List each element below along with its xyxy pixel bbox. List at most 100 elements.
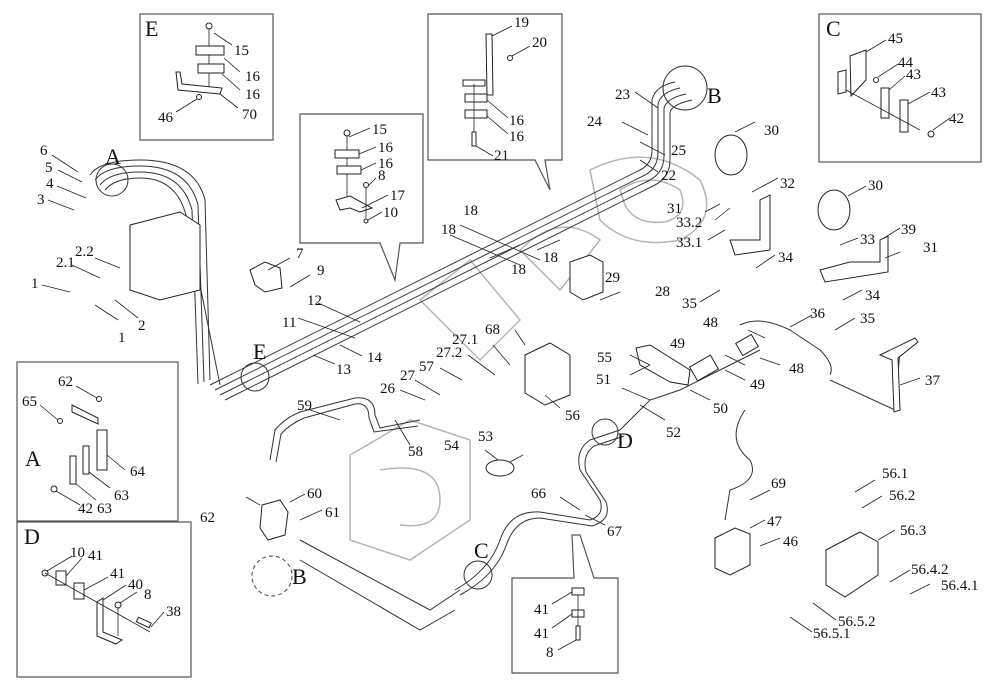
manifold-block [825, 531, 879, 598]
bracket [635, 344, 691, 386]
label-56-2: 56.2 [889, 488, 915, 504]
label-39: 39 [901, 222, 916, 238]
detail-view-clamp-top: 19 20 16 16 21 [427, 13, 563, 191]
label-19: 19 [514, 15, 529, 31]
label-58: 58 [408, 444, 423, 460]
label-56-4-2: 56.4.2 [911, 562, 949, 578]
label-42: 42 [949, 111, 964, 127]
steering-valve [259, 499, 289, 541]
label-34: 34 [778, 250, 794, 266]
label-41: 41 [88, 548, 103, 564]
label-28: 28 [655, 284, 670, 300]
label-16: 16 [245, 87, 261, 103]
label-4: 4 [46, 176, 54, 192]
label-70: 70 [242, 107, 257, 123]
label-2-1: 2.1 [56, 255, 75, 271]
label-21: 21 [494, 148, 509, 164]
label-51: 51 [596, 372, 611, 388]
components [129, 134, 919, 598]
reservoir [714, 527, 751, 576]
hydraulic-lines [89, 81, 916, 631]
label-45: 45 [888, 31, 903, 47]
label-8: 8 [378, 168, 386, 184]
label-29: 29 [605, 270, 620, 286]
detail-view-clamp-bottom: 41 41 8 [511, 534, 619, 674]
detail-view-a: A 62 65 64 63 63 42 [16, 361, 179, 522]
label-59: 59 [297, 398, 312, 414]
accumulator [714, 134, 748, 176]
label-1: 1 [118, 330, 126, 346]
label-6: 6 [40, 143, 48, 159]
label-69: 69 [771, 476, 786, 492]
label-17: 17 [390, 188, 406, 204]
label-43: 43 [931, 85, 946, 101]
label-16: 16 [509, 129, 525, 145]
label-60: 60 [307, 486, 322, 502]
label-16: 16 [509, 113, 525, 129]
label-52: 52 [666, 425, 681, 441]
label-61: 61 [325, 505, 340, 521]
label-5: 5 [45, 160, 53, 176]
label-56-4-1: 56.4.1 [941, 578, 979, 594]
callout-b: B [292, 564, 307, 589]
label-33: 33 [860, 232, 875, 248]
label-31: 31 [667, 201, 682, 217]
label-63: 63 [114, 488, 129, 504]
label-27: 27 [400, 368, 416, 384]
bracket [819, 235, 889, 283]
label-16: 16 [378, 156, 394, 172]
label-42: 42 [78, 501, 93, 517]
label-43: 43 [906, 67, 921, 83]
control-valve [129, 211, 201, 301]
label-20: 20 [532, 35, 547, 51]
label-26: 26 [380, 381, 396, 397]
label-66: 66 [531, 486, 547, 502]
label-11: 11 [282, 315, 296, 331]
label-24: 24 [587, 114, 603, 130]
detail-title-c: C [826, 16, 841, 41]
label-35: 35 [860, 311, 875, 327]
label-41: 41 [534, 626, 549, 642]
label-13: 13 [336, 362, 351, 378]
accumulator [817, 189, 851, 231]
label-33-1: 33.1 [676, 235, 702, 251]
label-18: 18 [543, 250, 558, 266]
label-37: 37 [925, 373, 941, 389]
seal [485, 459, 515, 477]
detail-title-a: A [25, 446, 41, 471]
label-40: 40 [128, 577, 143, 593]
bracket [729, 194, 771, 256]
valve-block [569, 254, 604, 301]
callout-a: A [105, 144, 121, 169]
label-47: 47 [767, 514, 783, 530]
label-65: 65 [22, 394, 37, 410]
callout-c: C [474, 538, 489, 563]
valve-block [524, 342, 571, 406]
label-63: 63 [97, 501, 112, 517]
pedal [878, 337, 919, 413]
label-1: 1 [31, 276, 39, 292]
label-2-2: 2.2 [75, 244, 94, 260]
label-36: 36 [810, 306, 826, 322]
brake-valve [688, 354, 720, 382]
label-25: 25 [671, 143, 686, 159]
label-8: 8 [144, 587, 152, 603]
label-27-2: 27.2 [436, 345, 462, 361]
label-38: 38 [166, 604, 181, 620]
label-9: 9 [317, 263, 325, 279]
label-56-5-1: 56.5.1 [813, 626, 851, 642]
label-7: 7 [296, 246, 304, 262]
label-8: 8 [546, 645, 554, 661]
label-18: 18 [463, 203, 478, 219]
label-54: 54 [444, 438, 460, 454]
label-56-3: 56.3 [900, 523, 926, 539]
label-41: 41 [534, 602, 549, 618]
label-31: 31 [923, 240, 938, 256]
detail-view-clamp-mid: 15 16 16 8 17 10 [299, 113, 424, 283]
label-67: 67 [607, 524, 623, 540]
callout-b: B [707, 83, 722, 108]
label-64: 64 [130, 464, 146, 480]
detail-view-c: C 45 44 43 43 42 [818, 13, 982, 163]
detail-view-e: E 15 16 16 70 46 [139, 13, 274, 141]
